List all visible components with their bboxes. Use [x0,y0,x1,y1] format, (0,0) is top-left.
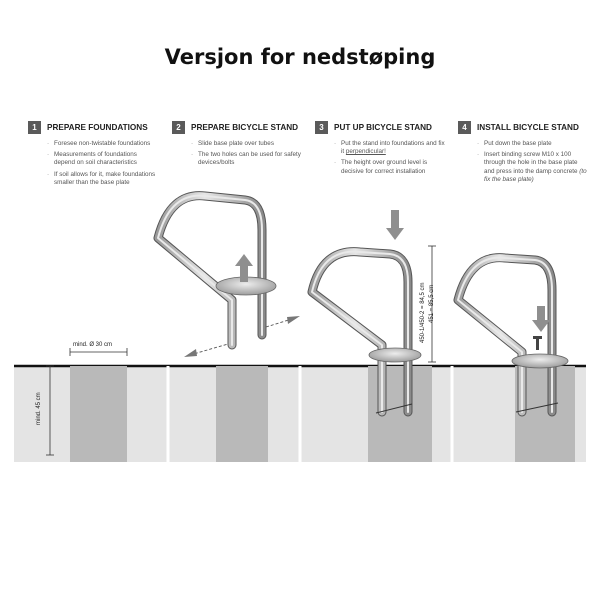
step-4: 4 INSTALL BICYCLE STAND Put down the base… [458,120,588,187]
step-3: 3 PUT UP BICYCLE STAND Put the stand into… [315,120,445,179]
bullet: The height over ground level is decisive… [334,159,445,175]
note: (to fix the base plate) [484,167,587,183]
height-label-2: 451 = 85,5 cm [429,284,435,323]
bicycle-stand-4 [453,253,557,417]
bullet: If soil allows for it, make foundations … [47,171,158,187]
step-title: PREPARE BICYCLE STAND [191,122,299,132]
bullet: Put the stand into foundations and fix i… [334,140,445,156]
anchor-bar [375,403,413,414]
foundation-2 [216,366,268,462]
bicycle-stand-3 [307,247,413,417]
step-title: PUT UP BICYCLE STAND [334,122,432,132]
up-arrow-icon [235,254,253,282]
page-title: Versjon for nedstøping [164,45,436,69]
down-arrow-icon [386,210,404,240]
diameter-label: mind. Ø 30 cm [73,342,113,348]
anchor-bar [515,402,559,413]
bullet: Foresee non-twistable foundations [47,140,158,148]
height-label-1: 450-1/450-2 = 84,5 cm [420,282,426,343]
step-number: 2 [172,120,185,134]
step-number: 4 [458,120,471,134]
base-plate [368,347,422,363]
bullet: Slide base plate over tubes [191,140,302,148]
depth-label: mind. 45 cm [36,392,42,425]
bullet: The two holes can be used for safety dev… [191,151,302,167]
step-title: PREPARE FOUNDATIONS [47,122,148,132]
bullet: Measurements of foundations depend on so… [47,151,158,167]
right-arrow-icon [184,349,197,357]
left-arrow-icon [287,316,300,324]
bullet: Insert binding screw M10 x 100 through t… [477,151,588,184]
step-number: 3 [315,120,328,134]
bicycle-stand-2 [153,191,267,350]
step-title: INSTALL BICYCLE STAND [477,122,579,132]
bullet: Put down the base plate [477,140,588,148]
foundation-1 [70,366,127,462]
step-1: 1 PREPARE FOUNDATIONS Foresee non-twistab… [28,120,158,190]
emphasis: perpendicular! [345,148,386,156]
step-2: 2 PREPARE BICYCLE STAND Slide base plate … [172,120,302,171]
base-plate [511,353,569,369]
step-number: 1 [28,120,41,134]
down-arrow-icon [532,306,550,332]
screw-icon [533,336,542,350]
